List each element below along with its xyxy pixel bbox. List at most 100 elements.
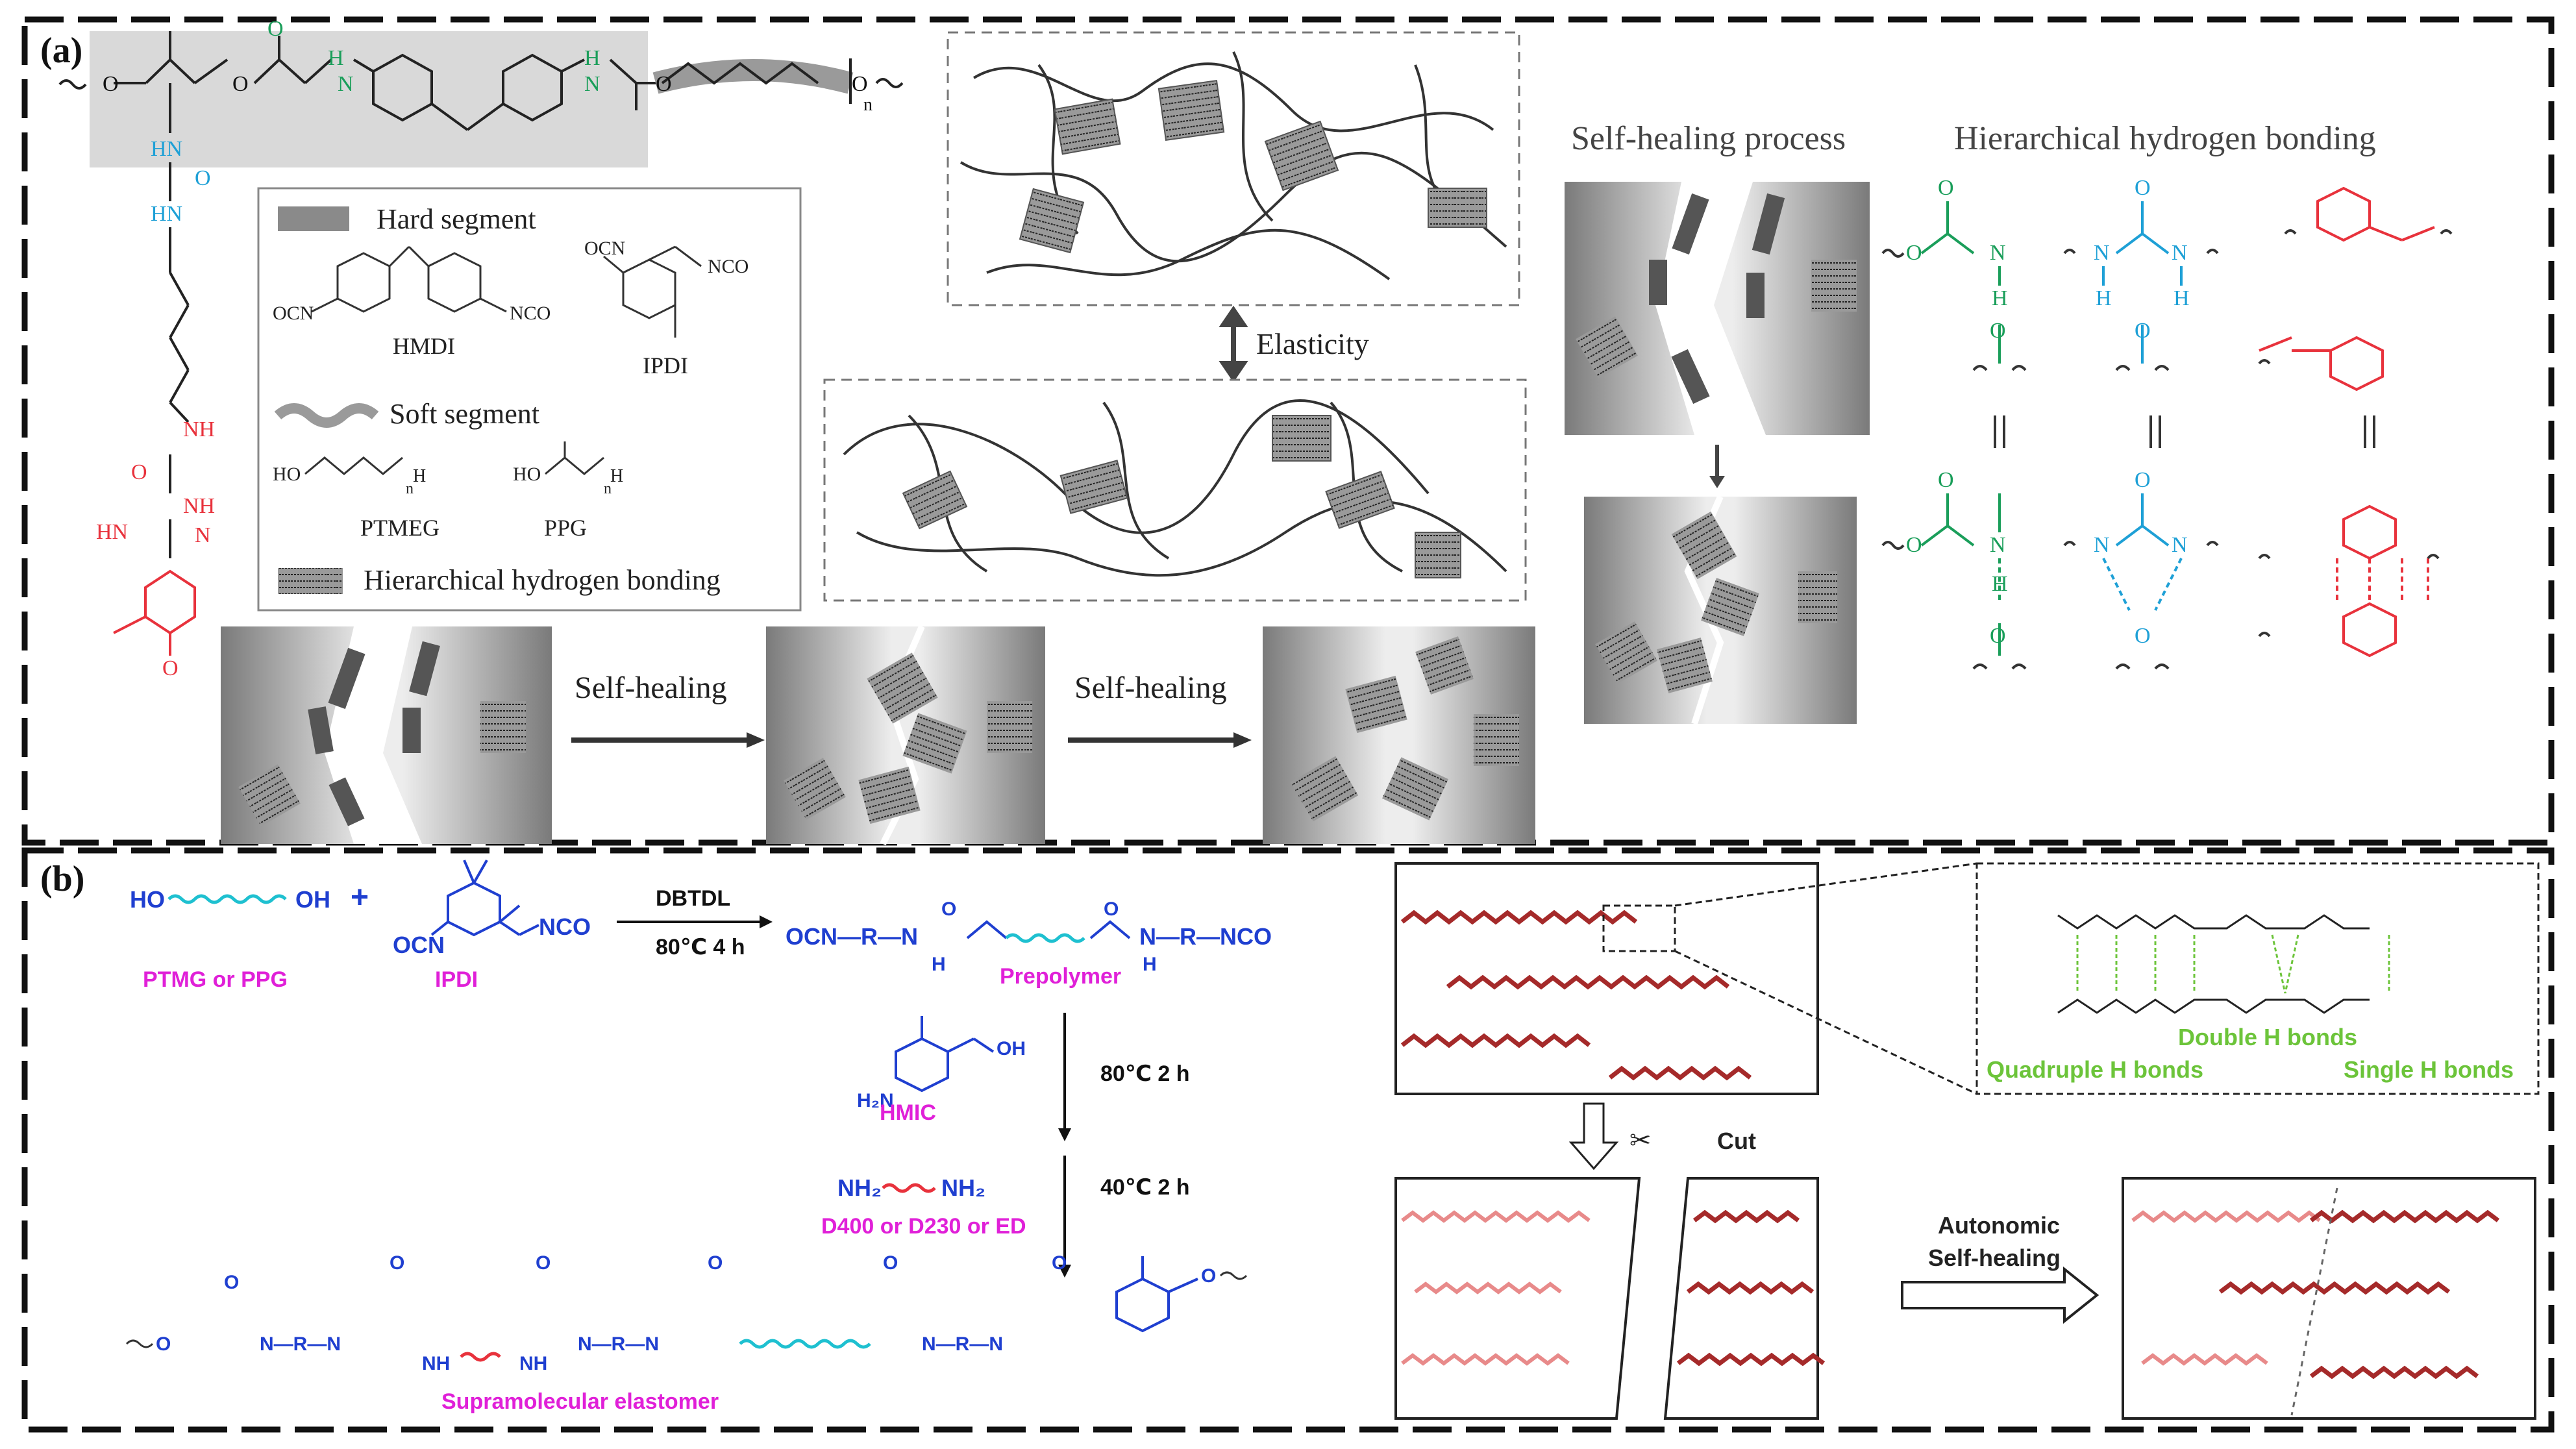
atom-hn-cyan-2: HN	[151, 202, 182, 226]
legend-ppg: PPG	[544, 515, 587, 541]
hb-g-h1: H	[1992, 286, 2008, 310]
elasticity-arrow	[1219, 305, 1248, 383]
el-o8: O	[1201, 1265, 1216, 1287]
atom-o-2: O	[232, 72, 249, 96]
ptmeg-n: n	[406, 480, 414, 497]
prepoly-o1: O	[941, 898, 956, 920]
atom-o-green-1: O	[267, 17, 284, 41]
crack-panel-3	[1263, 626, 1535, 844]
diamine-chain	[882, 1183, 936, 1193]
network-relaxed	[823, 378, 1527, 602]
hb-g-n2: N	[1990, 533, 2006, 557]
network-intact	[1394, 862, 1819, 1095]
crack-panel-2	[766, 625, 1045, 846]
atom-nh-red-1: NH	[183, 417, 215, 441]
healed-interface	[2290, 1187, 2338, 1416]
network-stretched	[947, 31, 1520, 306]
hb-g-o2: O	[1906, 241, 1922, 265]
hb-c-o3: O	[2135, 468, 2151, 492]
ptmg-ho: HO	[130, 886, 165, 913]
ptmeg-h: H	[413, 466, 426, 486]
atom-n-green-2: N	[584, 72, 601, 96]
ptmeg-ho: HO	[273, 464, 301, 485]
quadruple-h-label: Quadruple H bonds	[1987, 1056, 2203, 1083]
legend-ptmeg: PTMEG	[360, 515, 440, 541]
hb-g-o1: O	[1938, 176, 1954, 200]
el-o4: O	[536, 1252, 551, 1274]
atom-h-green-1: H	[328, 46, 344, 70]
atom-hn-cyan-1: HN	[151, 137, 182, 161]
el-mid-2: N—R—N	[578, 1333, 659, 1355]
hbond-urea	[2063, 201, 2219, 670]
atom-n-red: N	[195, 523, 211, 547]
legend-ipdi: IPDI	[643, 353, 688, 378]
hmdi-ocn: OCN	[273, 303, 314, 324]
el-mid-3: N—R—N	[922, 1333, 1003, 1355]
hard-segment-highlight	[90, 31, 648, 167]
cond-step3: 40℃ 2 h	[1100, 1175, 1190, 1200]
hb-c-n2: N	[2172, 241, 2188, 265]
network-cut-left	[1394, 1177, 1641, 1420]
panel-b-label: (b)	[40, 859, 84, 899]
autonomic-label: Autonomic	[1938, 1212, 2060, 1239]
self-healing-process-title: Self-healing process	[1571, 120, 1846, 157]
hb-g-o3: O	[1990, 319, 2006, 343]
cut-label: Cut	[1717, 1128, 1756, 1154]
panel-b-frame	[21, 847, 2555, 1433]
hbond-swatch	[278, 568, 343, 594]
hmdi-nco: NCO	[510, 303, 551, 324]
hb-c-h2: H	[2174, 286, 2190, 310]
prepolymer-soft-chain	[1005, 933, 1085, 943]
zoom-region	[1602, 904, 1676, 952]
hbond-upy	[2259, 186, 2435, 658]
ppg-ho: HO	[513, 464, 541, 485]
atom-o-3: O	[656, 72, 672, 96]
catalyst: DBTDL	[656, 886, 730, 911]
atom-n-green-1: N	[338, 72, 354, 96]
atom-o-red-2: O	[162, 656, 179, 680]
hard-segment-swatch	[278, 206, 349, 231]
prepolymer-right: N—R—NCO	[1139, 923, 1272, 950]
hmic-structure	[895, 1016, 995, 1093]
panel-a-label: (a)	[40, 31, 82, 71]
repeat-n: n	[863, 95, 873, 115]
supramolecular-label: Supramolecular elastomer	[441, 1389, 719, 1414]
scissors-icon: ✂	[1629, 1126, 1652, 1155]
prepoly-o2: O	[1104, 898, 1119, 920]
ptmg-ppg-label: PTMG or PPG	[143, 967, 288, 992]
hbonding-title: Hierarchical hydrogen bonding	[1954, 120, 2376, 157]
hmic-oh: OH	[997, 1038, 1026, 1059]
legend-hbond: Hierarchical hydrogen bonding	[364, 564, 721, 596]
amine-left: NH₂	[837, 1174, 882, 1201]
ipdi-nco: NCO	[539, 913, 591, 940]
hb-g-n1: N	[1990, 241, 2006, 265]
elasticity-label: Elasticity	[1256, 327, 1369, 360]
ptmg-oh: OH	[295, 886, 330, 913]
el-nh1: NH	[422, 1353, 450, 1374]
ipdi-structure	[430, 860, 539, 937]
cond-step1: 80℃ 4 h	[656, 935, 745, 960]
diamines-label: D400 or D230 or ED	[821, 1214, 1026, 1239]
hb-c-h1: H	[2096, 286, 2112, 310]
single-h-label: Single H bonds	[2344, 1056, 2514, 1083]
el-o6: O	[883, 1252, 898, 1274]
hb-c-n3: N	[2094, 533, 2110, 557]
plus-sign: +	[351, 880, 369, 915]
el-o2: O	[224, 1272, 239, 1293]
double-h-label: Double H bonds	[2178, 1024, 2357, 1050]
el-o3: O	[390, 1252, 404, 1274]
atom-h-green-2: H	[584, 46, 601, 70]
atom-o-cyan: O	[195, 166, 211, 190]
process-arrow	[1709, 476, 1725, 488]
hb-c-o1: O	[2135, 176, 2151, 200]
ipdi-label: IPDI	[435, 967, 478, 992]
soft-segment-swatch	[274, 403, 379, 428]
el-nh2: NH	[519, 1353, 547, 1374]
atom-o-red-1: O	[131, 460, 147, 484]
legend-hard-segment: Hard segment	[377, 203, 536, 235]
prepoly-h2: H	[1143, 954, 1157, 975]
hb-c-n1: N	[2094, 241, 2110, 265]
prepolymer-left: OCN—R—N	[786, 923, 918, 950]
hb-g-o5: O	[1906, 533, 1922, 557]
